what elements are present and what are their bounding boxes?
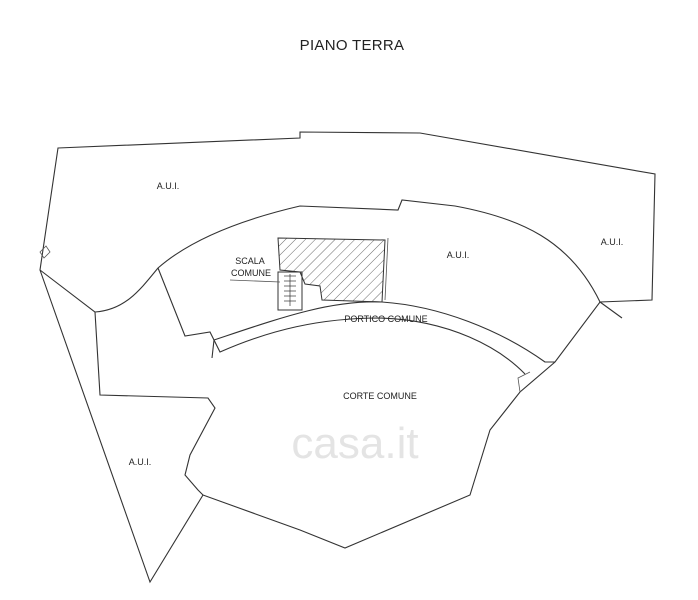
building-front-wall — [157, 267, 526, 375]
inner-boundary — [39, 199, 601, 313]
outer-boundary — [39, 131, 656, 584]
label-scala-line1: SCALA — [235, 256, 265, 266]
watermark-logo: casa.it — [291, 419, 418, 468]
label-scala-line2: COMUNE — [231, 268, 271, 278]
plan-title: PIANO TERRA — [300, 37, 405, 54]
stair-icon — [277, 271, 303, 311]
scala-leader-line — [229, 279, 281, 283]
label-corte: CORTE COMUNE — [343, 391, 417, 401]
left-wedge-wall — [94, 311, 216, 496]
label-aui-right: A.U.I. — [601, 237, 624, 247]
portico-inner-wall — [384, 237, 531, 393]
label-aui-top: A.U.I. — [157, 181, 180, 191]
hatched-area — [277, 237, 386, 303]
portico-outer-line — [211, 301, 555, 363]
divider-wall-right — [599, 301, 623, 319]
compass-mark — [39, 245, 51, 259]
label-aui-center: A.U.I. — [447, 250, 470, 260]
label-aui-left: A.U.I. — [129, 457, 152, 467]
label-portico: PORTICO COMUNE — [344, 314, 427, 324]
